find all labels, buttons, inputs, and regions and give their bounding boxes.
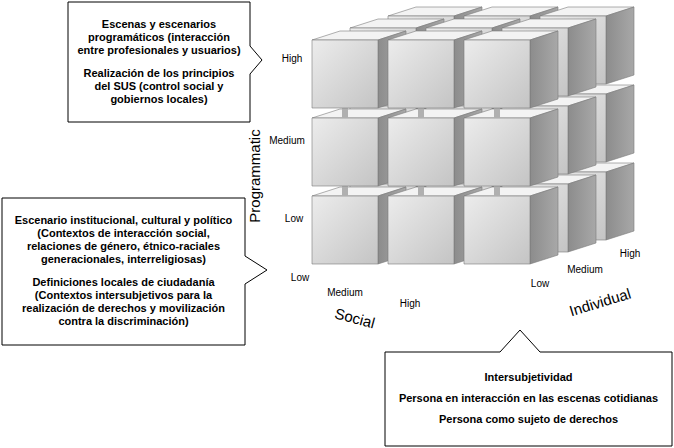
cube-face (464, 40, 530, 108)
cube-face (464, 196, 530, 264)
axis-level: Medium (567, 264, 603, 275)
axis-level: Medium (327, 287, 363, 298)
cube-face (568, 97, 596, 174)
callout-heading: Escenas y escenarios programáticos (inte… (76, 18, 242, 57)
cube-face (568, 175, 596, 252)
cube-face (606, 85, 634, 162)
axis-title: Individual (567, 285, 633, 320)
axis-title: Programmatic (246, 129, 263, 222)
callout-text: Definiciones locales de ciudadanía (Cont… (10, 276, 237, 328)
callout-box: Escenas y escenarios programáticos (inte… (68, 2, 250, 122)
cube-face (530, 109, 558, 186)
cube-face (312, 196, 378, 264)
callout-text: Persona como sujeto de derechos (393, 413, 664, 426)
callout-box: IntersubjetividadPersona en interacción … (385, 352, 672, 446)
cube-face (606, 163, 634, 240)
cube-face (388, 40, 454, 108)
cube-face (312, 118, 378, 186)
cube-face (568, 19, 596, 96)
cube-face (312, 40, 378, 108)
axis-level: Low (531, 278, 549, 289)
cube-face (388, 118, 454, 186)
callout-border (385, 330, 672, 446)
axis-level: Low (291, 272, 309, 283)
cube-face (464, 118, 530, 186)
callout-heading: Intersubjetividad (393, 371, 664, 384)
cube-face (388, 196, 454, 264)
axis-level: Medium (269, 135, 305, 146)
axis-level: High (400, 298, 421, 309)
callout-border (2, 198, 267, 345)
cube-face (530, 187, 558, 264)
callout-text: Realización de los principios del SUS (c… (76, 67, 242, 106)
callout-text: Persona en interacción en las escenas co… (393, 392, 664, 405)
cube-face (606, 7, 634, 84)
cube-face (530, 31, 558, 108)
axis-level: High (282, 53, 303, 64)
axis-level: High (620, 248, 641, 259)
callout-border (68, 2, 262, 122)
callout-heading: Escenario institucional, cultural y polí… (10, 214, 237, 266)
axis-title: Social (333, 305, 377, 332)
axis-level: Low (285, 213, 303, 224)
callout-box: Escenario institucional, cultural y polí… (2, 198, 245, 345)
